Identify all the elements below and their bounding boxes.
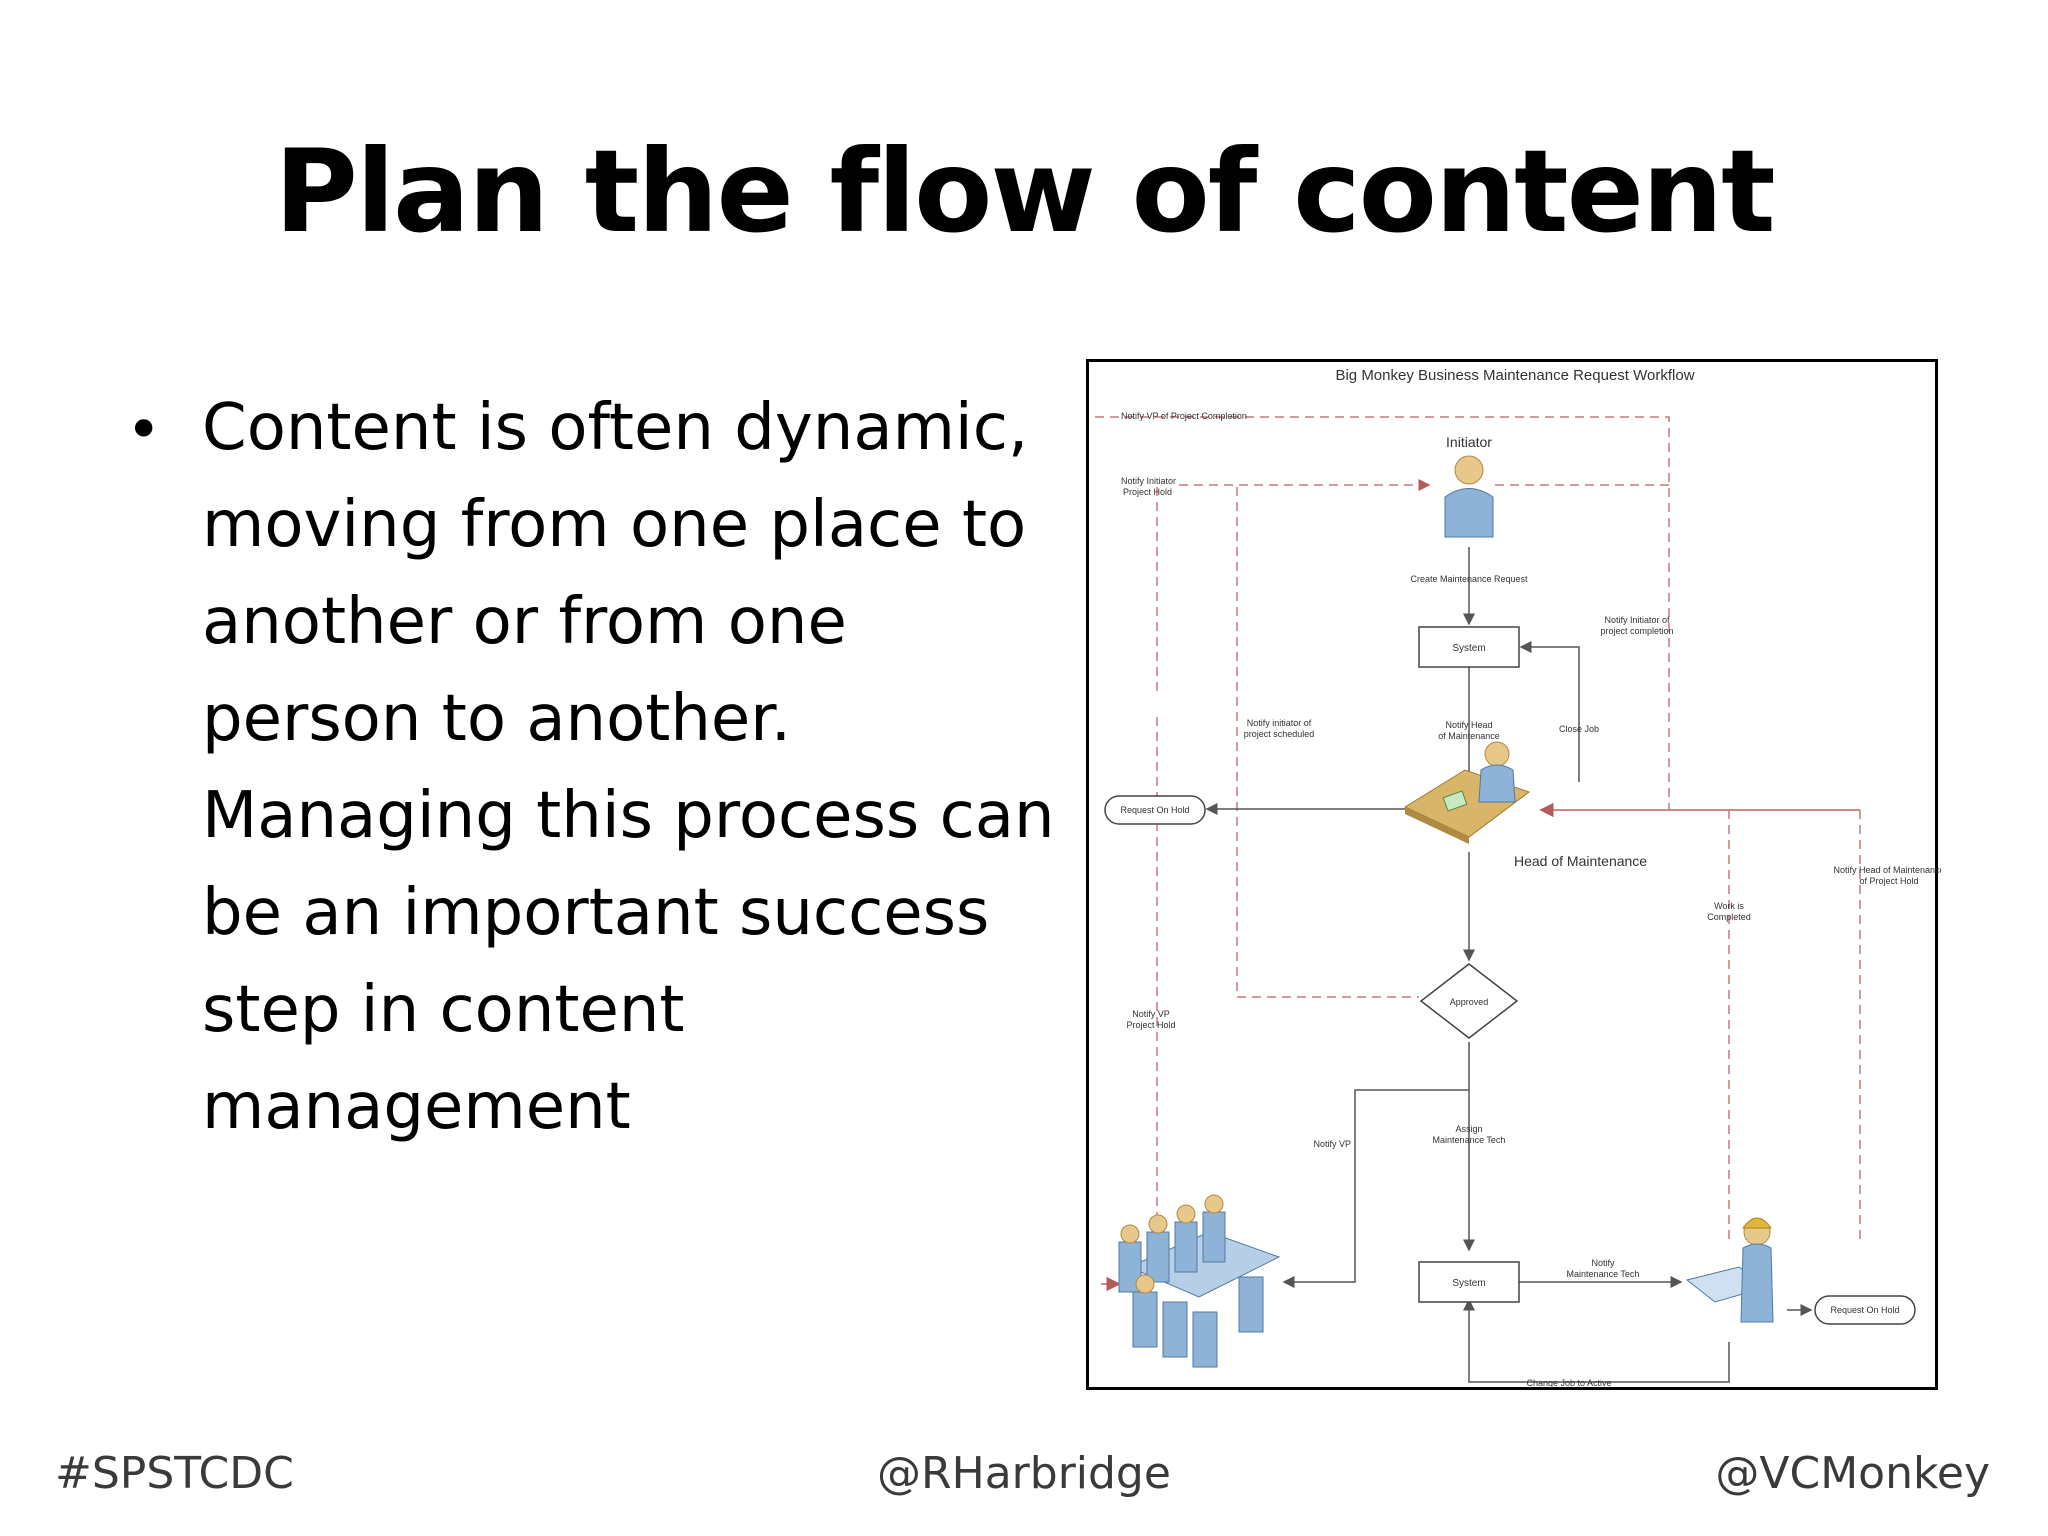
request-on-hold-left: Request On Hold: [1104, 795, 1206, 825]
dashed-feedback-lines: [1095, 416, 1861, 1239]
system-top-box: System: [1418, 626, 1520, 668]
footer-hashtag: #SPSTCDC: [55, 1448, 294, 1499]
label-assign-tech-2: Maintenance Tech: [1433, 1135, 1506, 1145]
label-assign-tech-1: Assign: [1455, 1124, 1482, 1134]
maintenance-tech-icon: [1685, 1217, 1774, 1323]
label-notify-head-hold-2: of Project Hold: [1859, 876, 1918, 886]
label-notify-head-1: Notify Head: [1445, 720, 1492, 730]
initiator-label: Initiator: [1446, 434, 1492, 450]
workflow-diagram: Big Monkey Business Maintenance Request …: [1086, 359, 1941, 1390]
label-notify-tech-2: Maintenance Tech: [1567, 1269, 1640, 1279]
system-top-label: System: [1452, 643, 1485, 654]
label-notify-head-hold-1: Notify Head of Maintenance: [1833, 865, 1941, 875]
label-notify-initiator-scheduled-1: Notify initiator of: [1247, 718, 1312, 728]
label-notify-vp-hold-1: Notify VP: [1132, 1009, 1170, 1019]
approved-label: Approved: [1450, 997, 1489, 1007]
workflow-diagram-svg: Big Monkey Business Maintenance Request …: [1095, 367, 1941, 1388]
footer-presenter-handle: @RHarbridge: [877, 1448, 1171, 1499]
initiator-person-icon: Initiator: [1444, 434, 1494, 538]
label-notify-initiator-completion-2: project completion: [1600, 626, 1673, 636]
head-of-maintenance-icon: Head of Maintenance: [1403, 741, 1647, 869]
bullet-text: Content is often dynamic, moving from on…: [202, 391, 1055, 1144]
diagram-title: Big Monkey Business Maintenance Request …: [1335, 367, 1694, 384]
request-on-hold-right-label: Request On Hold: [1830, 1305, 1899, 1315]
solid-connectors: [1205, 547, 1813, 1383]
label-create-request: Create Maintenance Request: [1410, 574, 1528, 584]
label-change-job-active: Change Job to Active: [1526, 1378, 1611, 1388]
footer-copresenter-handle: @VCMonkey: [1715, 1448, 1990, 1499]
label-notify-tech-1: Notify: [1591, 1258, 1615, 1268]
head-of-maintenance-label: Head of Maintenance: [1514, 853, 1647, 869]
slide-title: Plan the flow of content: [274, 125, 1775, 258]
label-notify-vp-hold-2: Project Hold: [1126, 1020, 1175, 1030]
label-notify-vp: Notify VP: [1313, 1139, 1351, 1149]
label-work-completed-1: Work is: [1714, 901, 1744, 911]
approved-decision: Approved: [1419, 963, 1519, 1039]
label-notify-initiator-scheduled-2: project scheduled: [1244, 729, 1315, 739]
label-notify-vp-completion: Notify VP of Project Completion: [1121, 411, 1247, 421]
request-on-hold-right: Request On Hold: [1814, 1295, 1916, 1325]
request-on-hold-left-label: Request On Hold: [1120, 805, 1189, 815]
system-bottom-label: System: [1452, 1278, 1485, 1289]
bullet-marker: •: [126, 395, 162, 465]
label-work-completed-2: Completed: [1707, 912, 1751, 922]
label-notify-initiator-completion-1: Notify Initiator of: [1604, 615, 1670, 625]
label-notify-head-2: of Maintenance: [1438, 731, 1500, 741]
label-notify-initiator-hold-1: Notify Initiator: [1121, 476, 1176, 486]
vp-meeting-icon: [1118, 1194, 1281, 1368]
label-close-job: Close Job: [1559, 724, 1599, 734]
system-bottom-box: System: [1418, 1261, 1520, 1303]
label-notify-initiator-hold-2: Project Hold: [1123, 487, 1172, 497]
